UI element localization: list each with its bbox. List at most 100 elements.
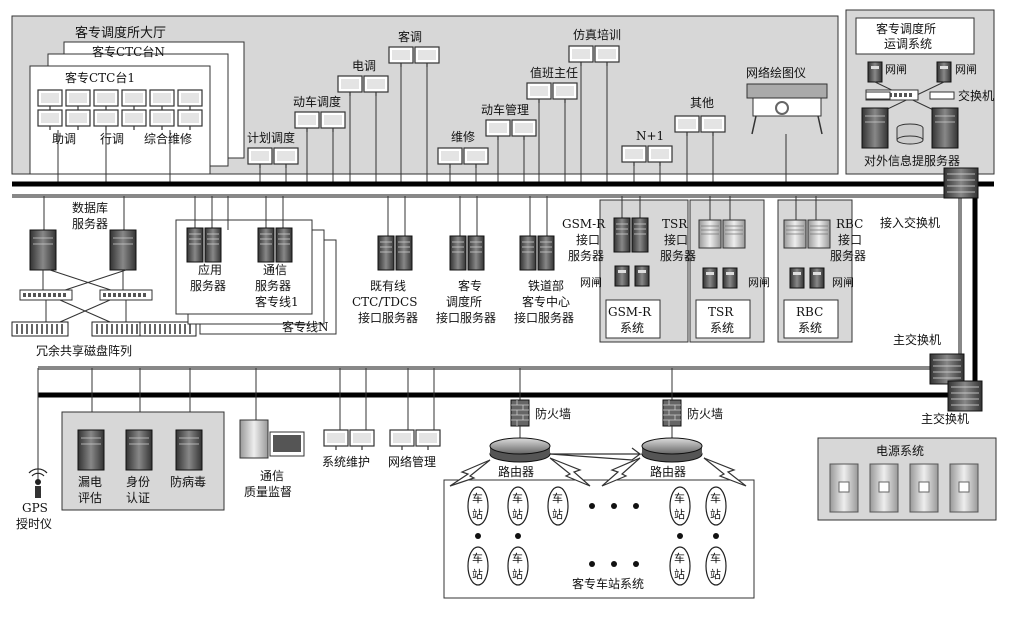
ops-storage-icon <box>896 123 924 145</box>
rbc-server-left-icon[interactable] <box>783 219 807 249</box>
ctc-interface-line2: CTC/TDCS <box>352 295 417 309</box>
firewall-1-icon[interactable] <box>510 399 530 427</box>
power-cabinet-1-icon[interactable] <box>829 463 859 513</box>
net-mgmt-monitors[interactable] <box>390 430 440 450</box>
role-maint-label: 综合维修 <box>144 131 192 146</box>
station-char-top-4a: 车 <box>674 491 685 505</box>
station-char-bot-2a: 车 <box>512 551 523 565</box>
access-switch-label: 接入交换机 <box>880 215 940 230</box>
ctc-interface-line3: 接口服务器 <box>358 310 418 325</box>
station-char-bot-4b: 站 <box>710 567 721 581</box>
comm-server-label-line1: 通信 <box>263 263 287 277</box>
line-1-label: 客专线1 <box>255 294 299 309</box>
power-cabinet-2-icon[interactable] <box>869 463 899 513</box>
gsmr-gate-left-icon[interactable] <box>614 265 630 287</box>
dispatch-interface-server-icon[interactable] <box>450 236 484 270</box>
access-switch-icon[interactable] <box>943 167 979 199</box>
desk-power-label: 电调 <box>352 59 376 73</box>
antivirus-server-icon[interactable] <box>175 429 203 471</box>
raid-label: 冗余共享磁盘阵列 <box>36 343 132 358</box>
ctc-interface-server-icon[interactable] <box>378 236 412 270</box>
tsr-gate-left-icon[interactable] <box>702 267 718 289</box>
main-switch-1-icon[interactable] <box>929 353 965 385</box>
raid-disk-left-icon[interactable] <box>11 321 69 337</box>
station-system-label: 客专车站系统 <box>572 576 644 591</box>
rail-interface-line1: 铁道部 <box>528 278 564 293</box>
comm-quality-line2: 质量监督 <box>244 484 292 499</box>
power-cabinet-4-icon[interactable] <box>949 463 979 513</box>
station-char-top-1b: 站 <box>472 507 483 521</box>
rail-interface-server-icon[interactable] <box>520 236 554 270</box>
dispatch-interface-line1: 客专 <box>458 278 482 293</box>
line-n-label: 客专线N <box>282 319 329 334</box>
desk-simulation-label: 仿真培训 <box>573 27 621 42</box>
firewall-2-icon[interactable] <box>662 399 682 427</box>
net-mgmt-label: 网络管理 <box>388 454 436 469</box>
ops-gate-right-icon[interactable] <box>936 61 952 83</box>
gsmr-system-line2: 系统 <box>620 321 644 335</box>
id-auth-server-icon[interactable] <box>125 429 153 471</box>
db-label-line1: 数据库 <box>72 200 108 215</box>
router-2-icon[interactable] <box>641 437 703 463</box>
rbc-gate-right-icon[interactable] <box>809 267 825 289</box>
desk-n-plus-1-label: N+1 <box>636 129 664 143</box>
ops-server-right-icon[interactable] <box>931 107 959 149</box>
plotter-icon[interactable] <box>746 83 828 135</box>
tsr-server-left-icon[interactable] <box>698 219 722 249</box>
leak-eval-server-icon[interactable] <box>77 429 105 471</box>
comm-quality-device[interactable]: 通信 质量监督 <box>239 419 305 499</box>
gsmr-subsystem: GSM-R 接口 服务器 网闸 GSM-R 系统 <box>562 196 689 343</box>
station-char-top-3a: 车 <box>552 491 563 505</box>
db-server-left-icon[interactable] <box>29 229 57 271</box>
rbc-label-line2: 接口 <box>838 232 862 247</box>
desk-passenger-label: 客调 <box>398 29 422 44</box>
desk-duty-label: 值班主任 <box>530 65 578 80</box>
db-switch-right-icon[interactable] <box>99 289 153 301</box>
rbc-gate-label: 网闸 <box>832 276 854 289</box>
db-label-line2: 服务器 <box>72 216 108 231</box>
role-train-label: 行调 <box>100 132 124 146</box>
power-cabinet-3-icon[interactable] <box>909 463 939 513</box>
station-char-bot-3a: 车 <box>674 551 685 565</box>
station-char-bot-3b: 站 <box>674 567 685 581</box>
rbc-gate-left-icon[interactable] <box>789 267 805 289</box>
db-server-right-icon[interactable] <box>109 229 137 271</box>
tsr-gate-right-icon[interactable] <box>722 267 738 289</box>
comm-server-label-line2: 服务器 <box>255 278 291 293</box>
rbc-server-right-icon[interactable] <box>807 219 831 249</box>
gps-label-line1: GPS <box>22 501 48 515</box>
id-auth-line2: 认证 <box>126 491 150 505</box>
gsmr-label-line2: 接口 <box>576 232 600 247</box>
ops-gate-left-icon[interactable] <box>867 61 883 83</box>
router-1-label: 路由器 <box>498 464 534 479</box>
tsr-system-line1: TSR <box>708 305 734 319</box>
ops-server-left-icon[interactable] <box>861 107 889 149</box>
id-auth-line1: 身份 <box>126 474 150 489</box>
security-box: 漏电 评估 身份 认证 防病毒 <box>61 411 225 511</box>
power-system-box: 电源系统 <box>817 437 997 521</box>
station-char-top-3b: 站 <box>552 507 563 521</box>
sys-maint-monitors[interactable] <box>324 430 374 450</box>
ops-system-box: 客专调度所 运调系统 网闸 网闸 交换机 对外信息提服务器 <box>845 9 995 175</box>
main-switch-2-icon[interactable] <box>947 380 983 412</box>
gsmr-gate-label: 网闸 <box>580 276 602 289</box>
tsr-server-right-icon[interactable] <box>722 219 746 249</box>
dispatch-hall: 客专调度所大厅 客专CTC台N 客专CTC台1 助调 行调 综合维修 计划调度 … <box>11 15 839 184</box>
plotter-label: 网络绘图仪 <box>746 65 806 80</box>
gps-device[interactable]: GPS 授时仪 <box>16 468 52 531</box>
leak-eval-line2: 评估 <box>78 491 102 505</box>
sys-maint-label: 系统维护 <box>322 455 370 469</box>
gsmr-gate-right-icon[interactable] <box>634 265 650 287</box>
gsmr-label-line3: 服务器 <box>568 248 604 263</box>
station-dots <box>475 503 719 567</box>
db-switch-left-icon[interactable] <box>19 289 73 301</box>
leak-eval-line1: 漏电 <box>78 475 102 489</box>
station-row-bottom: 车站 车站 车站 车站 <box>467 546 727 586</box>
station-system-box: 路由器 路由器 车站 车站 车站 车站 车站 车站 车站 车站 车站 客专车站系… <box>443 437 755 599</box>
tsr-label-line2: 接口 <box>664 232 688 247</box>
tsr-label-line3: 服务器 <box>660 248 696 263</box>
dispatch-interface-line3: 接口服务器 <box>436 310 496 325</box>
router-1-icon[interactable] <box>489 437 551 463</box>
rbc-label-line1: RBC <box>836 217 863 231</box>
